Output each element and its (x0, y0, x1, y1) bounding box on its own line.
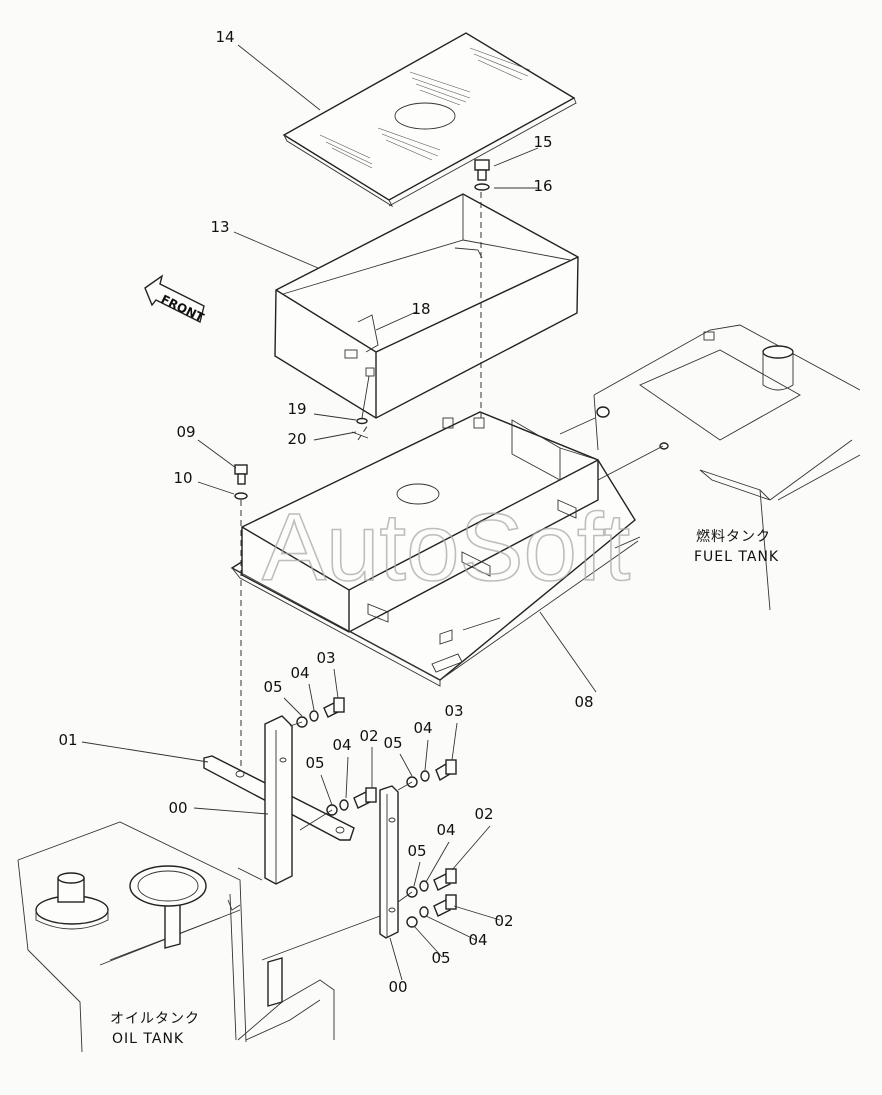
cover-plate-14 (282, 32, 577, 208)
oil-tank-label-jp: オイルタンク (110, 1011, 200, 1027)
callout-19: 19 (287, 400, 306, 418)
fuel-tank-label-jp: 燃料タンク (696, 528, 771, 545)
callout-02: 02 (359, 727, 378, 745)
fastener-set-middle (326, 787, 377, 816)
stay-00-right (379, 785, 399, 939)
callout-04: 04 (290, 664, 309, 682)
callout-18: 18 (411, 300, 430, 318)
oil-tank-label-en: OIL TANK (112, 1031, 184, 1047)
callout-20: 20 (287, 430, 306, 448)
callout-04: 04 (413, 719, 432, 737)
washer-10 (234, 492, 248, 500)
callout-05: 05 (383, 734, 402, 752)
centre-lines (240, 192, 664, 780)
oil-tank-outline (17, 821, 335, 1053)
callout-04: 04 (436, 821, 455, 839)
callout-05: 05 (305, 754, 324, 772)
callout-02: 02 (494, 912, 513, 930)
fastener-set-lower (406, 868, 457, 928)
assembly-lines (237, 721, 413, 961)
fuel-tank-label-en: FUEL TANK (694, 549, 779, 565)
callout-09: 09 (176, 423, 195, 441)
callout-05: 05 (263, 678, 282, 696)
callout-14: 14 (215, 28, 234, 46)
callout-04: 04 (332, 736, 351, 754)
callout-08: 08 (574, 693, 593, 711)
callout-00: 00 (168, 799, 187, 817)
callout-05: 05 (407, 842, 426, 860)
fuel-tank-outline (593, 324, 861, 611)
callout-15: 15 (533, 133, 552, 151)
fastener-set-upper-right (406, 759, 457, 788)
front-arrow: FRONT (144, 274, 207, 325)
bolt-09 (234, 464, 248, 485)
box-13 (274, 193, 579, 439)
callout-00: 00 (388, 978, 407, 996)
callout-05: 05 (431, 949, 450, 967)
stay-00-left (264, 715, 293, 885)
callout-03: 03 (444, 702, 463, 720)
callout-01: 01 (58, 731, 77, 749)
bolt-15 (474, 159, 490, 181)
leader-lines (81, 44, 597, 981)
callout-10: 10 (173, 469, 192, 487)
watermark: AutoSoft (262, 494, 630, 601)
callout-02: 02 (474, 805, 493, 823)
callout-04: 04 (468, 931, 487, 949)
washer-16 (474, 183, 490, 191)
callout-13: 13 (210, 218, 229, 236)
tray-08 (230, 411, 641, 687)
callout-16: 16 (533, 177, 552, 195)
fastener-set-upper-left (296, 697, 345, 728)
part-callouts: 14 15 16 13 18 19 20 09 10 08 05 04 03 01 04 02 05 04 03 05… (58, 28, 593, 996)
callout-03: 03 (316, 649, 335, 667)
